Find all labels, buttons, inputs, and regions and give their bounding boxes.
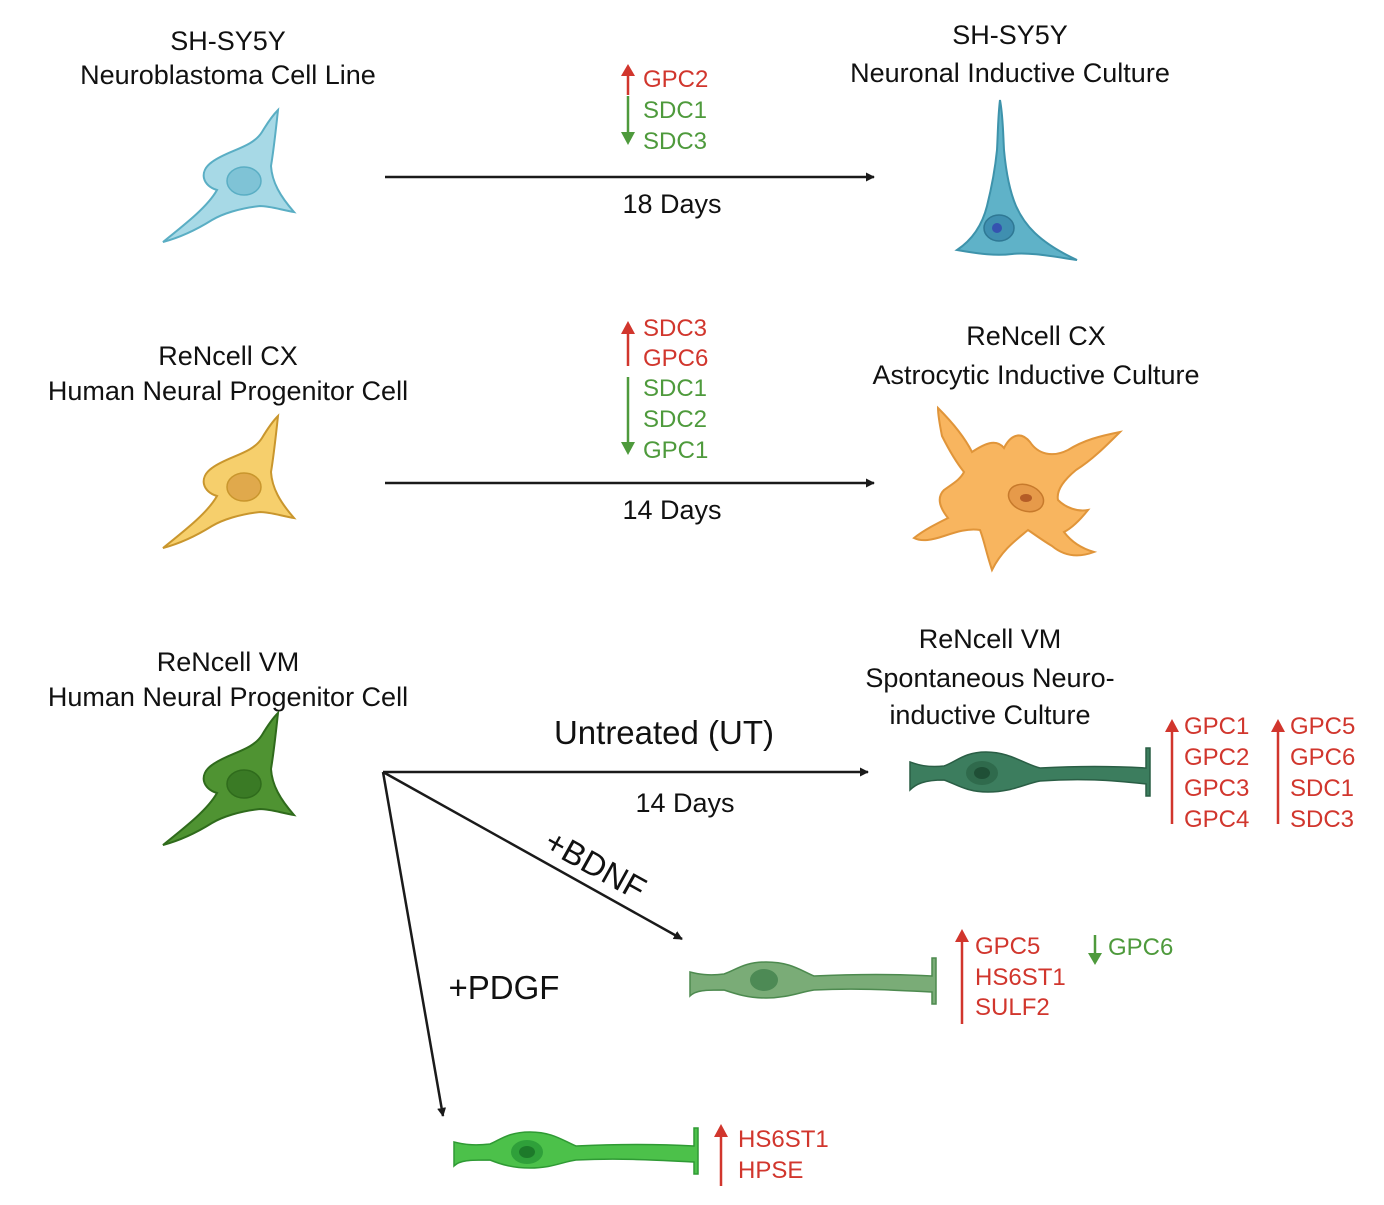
ut-up-gene: GPC4: [1184, 806, 1249, 833]
sh-source-subtitle: Neuroblastoma Cell Line: [80, 60, 376, 90]
cx-down-arrow-icon: [621, 377, 635, 455]
bipolar-cell-icon: [909, 747, 1151, 797]
bipolar-cell-icon: [689, 957, 937, 1005]
bipolar-cell-icon: [453, 1127, 699, 1175]
ut-up-gene: GPC2: [1184, 744, 1249, 771]
bdnf-up-gene: SULF2: [975, 994, 1050, 1021]
ut-up-gene: GPC1: [1184, 713, 1249, 740]
ut-up-gene: GPC6: [1290, 744, 1355, 771]
bdnf-up-gene: HS6ST1: [975, 964, 1066, 991]
sh-sy5y-cell-icon: [162, 107, 297, 243]
sh-target-title: SH-SY5Y: [952, 20, 1068, 50]
bdnf-down-gene: GPC6: [1108, 934, 1173, 961]
cx-duration: 14 Days: [622, 495, 721, 525]
cx-up-arrow-icon: [621, 321, 635, 366]
cx-up-gene: GPC6: [643, 345, 708, 372]
sh-up-arrow-icon: [621, 64, 635, 95]
vm-bdnf-arrow: [382, 770, 683, 941]
sh-down-arrow-icon: [621, 96, 635, 145]
ut-up-arrow-icon: [1165, 719, 1179, 824]
cx-down-gene: SDC2: [643, 406, 707, 433]
ut-up-gene: GPC5: [1290, 713, 1355, 740]
vm-source-subtitle: Human Neural Progenitor Cell: [48, 682, 408, 712]
vm-target-subtitle: inductive Culture: [889, 700, 1090, 730]
ut-up-arrow-icon: [1271, 719, 1285, 824]
pdgf-up-gene: HPSE: [738, 1157, 803, 1184]
sh-duration: 18 Days: [622, 189, 721, 219]
sh-up-gene: GPC2: [643, 66, 708, 93]
cx-up-gene: SDC3: [643, 315, 707, 342]
vm-untreated-label: Untreated (UT): [554, 714, 774, 751]
sh-target-subtitle: Neuronal Inductive Culture: [850, 58, 1170, 88]
vm-target-title: ReNcell VM: [919, 624, 1062, 654]
sh-down-gene: SDC1: [643, 97, 707, 124]
cx-source-subtitle: Human Neural Progenitor Cell: [48, 376, 408, 406]
rencell-cx-cell-icon: [162, 413, 297, 549]
cx-target-title: ReNcell CX: [966, 321, 1106, 351]
bdnf-down-arrow-icon: [1088, 935, 1102, 965]
ut-up-gene: SDC3: [1290, 806, 1354, 833]
vm-source-title: ReNcell VM: [157, 647, 300, 677]
pdgf-up-arrow-icon: [714, 1124, 728, 1186]
vm-bdnf-label: +BDNF: [539, 822, 652, 907]
cx-down-gene: SDC1: [643, 375, 707, 402]
bdnf-up-arrow-icon: [955, 929, 969, 1024]
cx-target-subtitle: Astrocytic Inductive Culture: [872, 360, 1199, 390]
cx-down-gene: GPC1: [643, 437, 708, 464]
sh-down-gene: SDC3: [643, 128, 707, 155]
sh-source-title: SH-SY5Y: [170, 26, 286, 56]
neuron-cell-icon: [954, 99, 1078, 261]
bdnf-up-gene: GPC5: [975, 933, 1040, 960]
vm-duration: 14 Days: [635, 788, 734, 818]
pdgf-up-gene: HS6ST1: [738, 1126, 829, 1153]
ut-up-gene: GPC3: [1184, 775, 1249, 802]
cx-source-title: ReNcell CX: [158, 341, 298, 371]
rencell-vm-cell-icon: [162, 710, 297, 846]
vm-target-subtitle: Spontaneous Neuro-: [865, 663, 1114, 693]
vm-pdgf-label: +PDGF: [449, 969, 560, 1006]
astrocyte-cell-icon: [912, 405, 1124, 573]
ut-up-gene: SDC1: [1290, 775, 1354, 802]
vm-pdgf-arrow: [381, 771, 447, 1117]
